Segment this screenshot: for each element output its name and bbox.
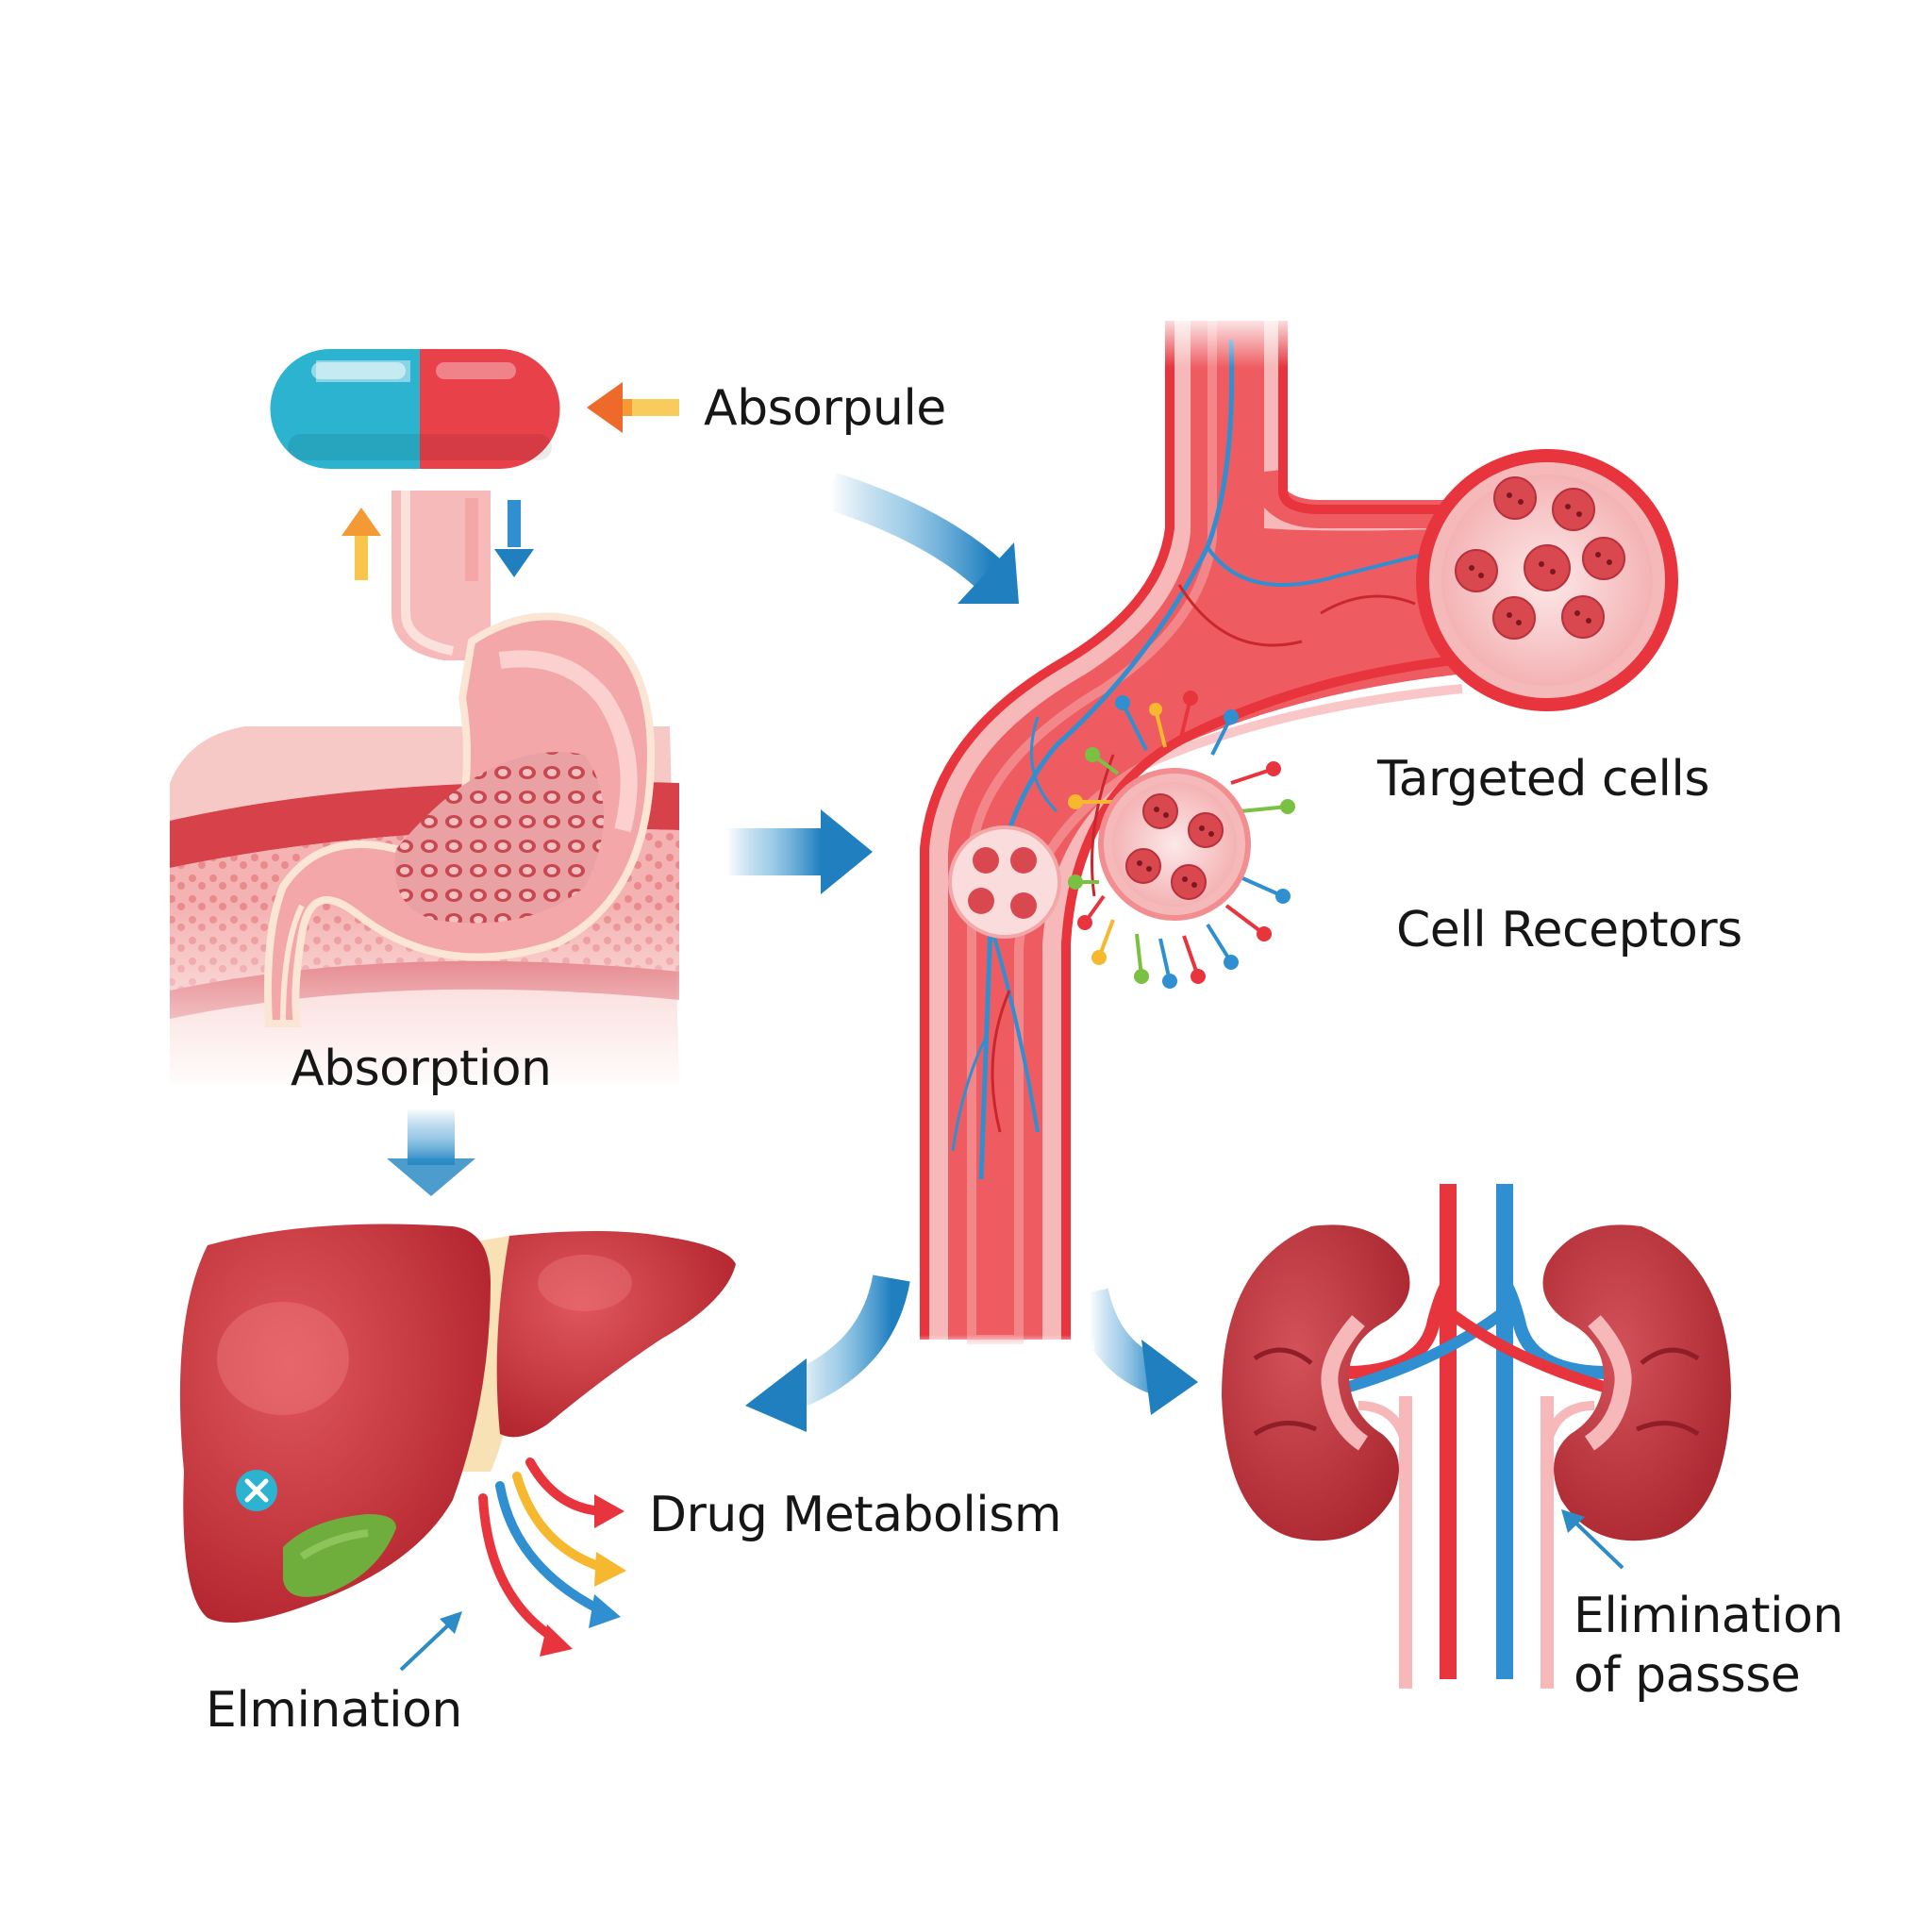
capsule-icon bbox=[270, 349, 560, 469]
orange-arrow-icon bbox=[587, 382, 679, 433]
label-absorption: Absorption bbox=[291, 1041, 552, 1097]
label-elimination-of-passse-line1: Elimination bbox=[1574, 1588, 1843, 1644]
label-elmination: Elmination bbox=[206, 1682, 462, 1739]
flow-arrow-capsule-to-vessel-icon bbox=[824, 472, 1019, 604]
pointer-arrow-icon bbox=[399, 1611, 462, 1672]
metabolism-arrows-icon bbox=[478, 1457, 608, 1641]
cell-icon bbox=[1416, 449, 1678, 711]
flow-arrow-absorption-to-liver-icon bbox=[387, 1108, 475, 1196]
flow-arrow-vessel-to-kidney-icon bbox=[1071, 1288, 1198, 1415]
arrowhead-icon bbox=[540, 1624, 573, 1657]
arrowhead-icon bbox=[589, 1594, 621, 1628]
cell-icon bbox=[948, 825, 1061, 939]
receptor-icon bbox=[1068, 691, 1295, 989]
label-drug-metabolism: Drug Metabolism bbox=[649, 1487, 1062, 1543]
x-mark-icon bbox=[236, 1470, 277, 1511]
label-absorpule: Absorpule bbox=[704, 380, 946, 437]
gallbladder-icon bbox=[283, 1514, 396, 1597]
flow-arrow-vessel-to-liver-icon bbox=[745, 1274, 910, 1432]
label-elimination-of-passse-line2: of passse bbox=[1574, 1647, 1801, 1704]
arrowhead-icon bbox=[594, 1494, 625, 1528]
up-arrow-icon bbox=[341, 508, 381, 580]
label-targeted-cells: Targeted cells bbox=[1377, 751, 1709, 808]
down-arrow-icon bbox=[494, 500, 534, 577]
stomach-icon bbox=[160, 491, 689, 1094]
label-cell-receptors: Cell Receptors bbox=[1396, 902, 1742, 958]
kidney-icon bbox=[1222, 1184, 1731, 1698]
arrowhead-icon bbox=[594, 1552, 626, 1587]
liver-icon bbox=[179, 1224, 736, 1623]
flow-arrow-stomach-to-vessel-icon bbox=[726, 809, 873, 894]
pointer-arrow-icon bbox=[1561, 1509, 1624, 1570]
